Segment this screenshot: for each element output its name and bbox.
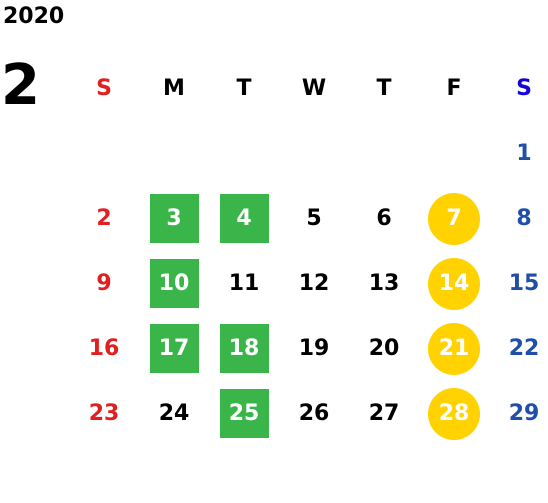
weekday-thu: T [376,76,392,101]
day-cell: 29 [508,401,540,426]
green-highlight: 17 [149,324,199,373]
yellow-highlight: 21 [428,322,480,375]
day-cell: 20 [368,336,400,361]
day-cell: 21 [419,316,489,381]
day-cell: 10 [139,251,209,316]
day-cell: 11 [228,271,260,296]
green-highlight: 18 [219,324,269,373]
yellow-highlight: 14 [428,257,480,310]
day-cell: 26 [298,401,330,426]
weekday-sun: S [96,76,112,101]
day-cell: 6 [376,206,392,231]
day-cell [209,121,279,186]
weekday-tue: T [236,76,252,101]
weekday-fri: F [446,76,462,101]
day-cell: 9 [96,271,112,296]
green-highlight: 10 [149,259,199,308]
day-cell [279,121,349,186]
day-cell: 2 [96,206,112,231]
yellow-highlight: 7 [428,192,480,245]
day-cell: 7 [419,186,489,251]
day-cell [349,121,419,186]
day-cell: 23 [88,401,120,426]
day-cell [69,121,139,186]
day-cell: 27 [368,401,400,426]
day-cell: 19 [298,336,330,361]
day-cell: 8 [516,206,532,231]
calendar-grid: S M T W T F S 1 2 3 4 5 6 7 8 9 10 11 12… [69,56,548,446]
day-cell: 13 [368,271,400,296]
green-highlight: 3 [149,194,199,243]
day-cell: 17 [139,316,209,381]
weekday-sat: S [516,76,532,101]
month-number: 2 [1,53,40,118]
year-label: 2020 [3,4,65,29]
day-cell: 16 [88,336,120,361]
weekday-wed: W [301,76,327,101]
day-cell: 22 [508,336,540,361]
day-cell: 15 [508,271,540,296]
day-cell: 18 [209,316,279,381]
day-cell: 14 [419,251,489,316]
day-cell [139,121,209,186]
day-cell: 24 [158,401,190,426]
day-cell: 28 [419,381,489,446]
day-cell: 25 [209,381,279,446]
day-cell: 12 [298,271,330,296]
green-highlight: 25 [219,389,269,438]
day-cell: 5 [306,206,322,231]
day-cell: 3 [139,186,209,251]
day-cell [419,121,489,186]
day-cell: 4 [209,186,279,251]
day-cell: 1 [516,141,532,166]
green-highlight: 4 [219,194,269,243]
weekday-mon: M [163,76,185,101]
yellow-highlight: 28 [428,387,480,440]
